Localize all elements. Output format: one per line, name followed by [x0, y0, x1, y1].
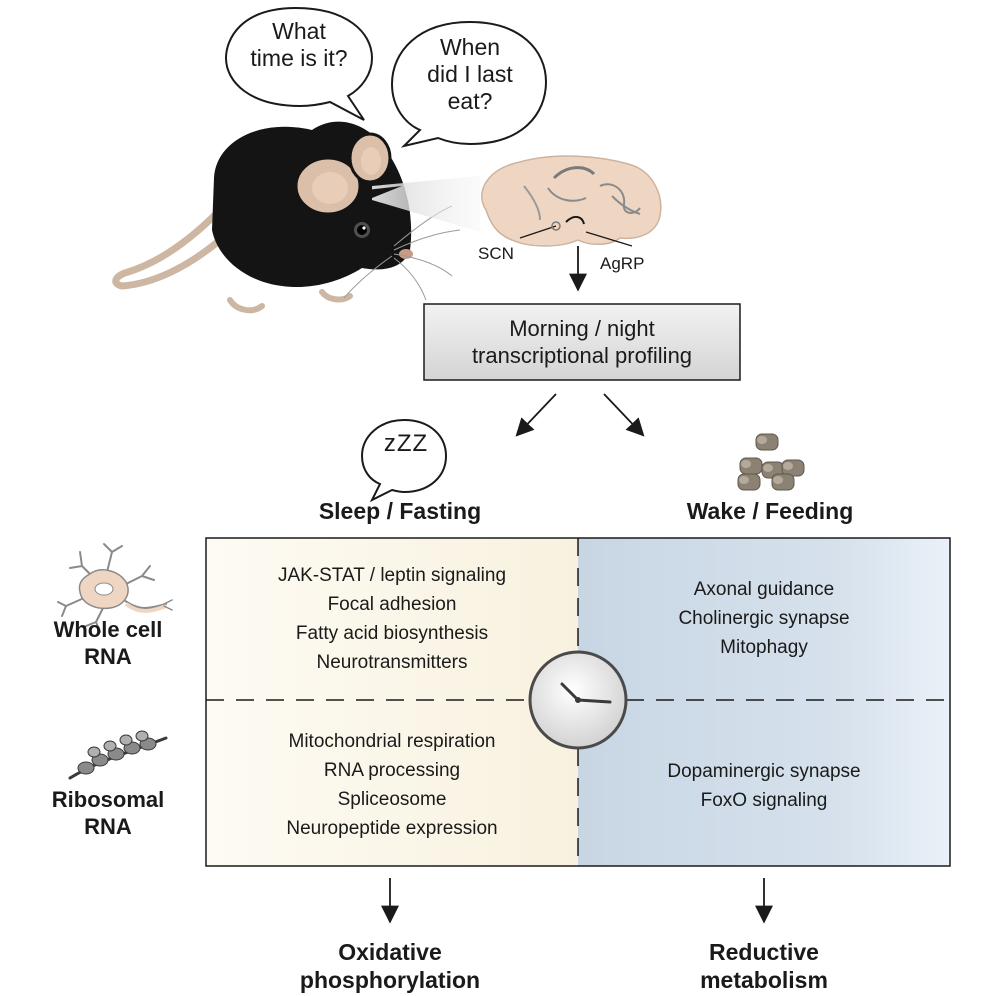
speech-bubble-meal	[390, 20, 548, 148]
list-item: FoxO signaling	[700, 790, 828, 811]
list-item: Mitochondrial respiration	[288, 731, 496, 752]
whole-cell-line1: Whole cell	[53, 617, 163, 642]
list-item: JAK-STAT / leptin signaling	[277, 565, 507, 586]
food-pellets-icon	[737, 433, 805, 491]
wake-whole-cell-list: Axonal guidance Cholinergic synapse Mito…	[578, 575, 950, 662]
list-item: Fatty acid biosynthesis	[295, 623, 489, 644]
ribosomal-line2: RNA	[84, 814, 132, 839]
outcome-left-line1: Oxidative	[338, 939, 442, 965]
bubble-time-line2: time is it?	[250, 45, 348, 71]
list-item: Cholinergic synapse	[678, 608, 850, 629]
list-item: RNA processing	[323, 760, 461, 781]
mouse-illustration	[112, 121, 480, 314]
sleep-ribosomal-list: Mitochondrial respiration RNA processing…	[206, 727, 578, 843]
profiling-box	[423, 303, 741, 381]
list-item: Spliceosome	[337, 789, 447, 810]
agrp-label: AgRP	[600, 254, 645, 273]
outcome-right-line2: metabolism	[700, 967, 828, 993]
neuron-icon	[57, 543, 173, 633]
outcome-left-line2: phosphorylation	[299, 967, 481, 993]
wake-feeding-heading: Wake / Feeding	[686, 498, 854, 524]
ribosomal-line1: Ribosomal	[51, 787, 165, 812]
bubble-meal-line2: did I last	[427, 61, 513, 87]
results-grid	[205, 537, 951, 867]
bubble-meal-text: When did I last eat?	[402, 34, 538, 115]
list-item: Neurotransmitters	[316, 652, 468, 673]
sleep-bubble-icon	[360, 418, 448, 503]
list-item: Focal adhesion	[327, 594, 457, 615]
profiling-line2: transcriptional profiling	[471, 343, 693, 368]
outcome-right-line1: Reductive	[709, 939, 819, 965]
sleep-bubble-text: zZZ	[383, 430, 429, 457]
reductive-metabolism-label: Reductive metabolism	[644, 938, 884, 994]
brain-illustration	[481, 155, 662, 247]
list-item: Dopaminergic synapse	[667, 761, 861, 782]
sleep-whole-cell-list: JAK-STAT / leptin signaling Focal adhesi…	[206, 561, 578, 677]
bubble-meal-line3: eat?	[447, 88, 493, 114]
clock-icon	[528, 650, 628, 750]
profiling-line1: Morning / night	[509, 316, 655, 341]
whole-cell-rna-label: Whole cell RNA	[30, 616, 186, 670]
speech-bubble-time	[224, 6, 374, 121]
profiling-box-text: Morning / night transcriptional profilin…	[424, 315, 740, 369]
wake-ribosomal-list: Dopaminergic synapse FoxO signaling	[578, 757, 950, 815]
ribosomal-rna-label: Ribosomal RNA	[30, 786, 186, 840]
list-item: Mitophagy	[720, 637, 808, 658]
oxidative-phosphorylation-label: Oxidative phosphorylation	[250, 938, 530, 994]
bubble-meal-line1: When	[439, 34, 501, 60]
bubble-time-text: What time is it?	[236, 18, 362, 72]
sleep-fasting-heading: Sleep / Fasting	[318, 498, 482, 524]
scn-label: SCN	[478, 244, 514, 263]
whole-cell-line2: RNA	[84, 644, 132, 669]
bubble-time-line1: What	[272, 18, 326, 44]
list-item: Axonal guidance	[693, 579, 835, 600]
ribosome-icon	[68, 730, 168, 780]
connector-arrows	[381, 246, 773, 924]
list-item: Neuropeptide expression	[286, 818, 498, 839]
